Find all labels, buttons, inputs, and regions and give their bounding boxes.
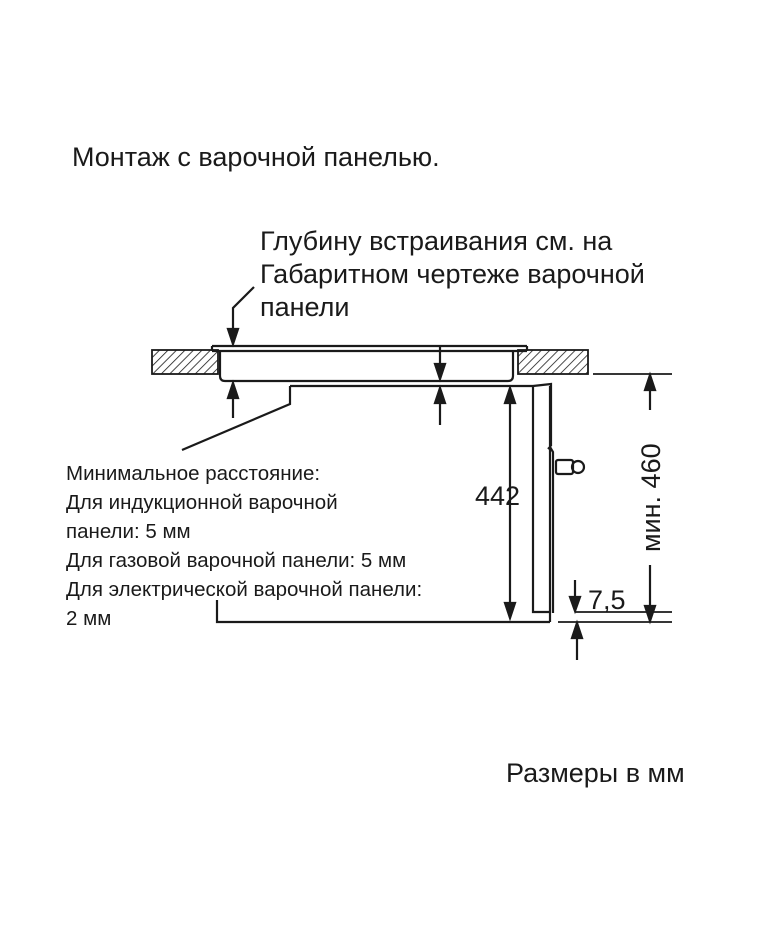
dimension-7-5-label: 7,5	[588, 585, 626, 615]
knob-icon	[554, 458, 586, 476]
depth-note-line-3: панели	[260, 292, 350, 322]
min-distance-electric-2: 2 мм	[66, 607, 112, 630]
depth-note-leader	[231, 286, 255, 331]
hob-underside-arrow-icon	[226, 379, 240, 418]
min-distance-gas: Для газовой варочной панели: 5 мм	[66, 549, 407, 572]
clearance-arrow-up-icon	[433, 384, 447, 425]
depth-note-line-1: Глубину встраивания см. на	[260, 226, 613, 256]
min-distance-induction-1: Для индукционной варочной	[66, 491, 338, 514]
page-title: Монтаж с варочной панелью.	[72, 142, 440, 172]
dimension-442-label: 442	[475, 481, 520, 511]
clearance-arrow-down-icon	[433, 345, 447, 383]
dimension-7-5-line	[568, 580, 672, 660]
leader-arrow-icon	[226, 327, 240, 348]
min-distance-electric-1: Для электрической варочной панели:	[66, 578, 423, 601]
depth-note-line-2: Габаритном чертеже варочной	[260, 259, 645, 289]
oven-door	[531, 382, 555, 622]
worktop-left	[151, 349, 219, 375]
dimension-460-label: мин. 460	[636, 443, 666, 552]
min-distance-heading: Минимальное расстояние:	[66, 462, 321, 485]
units-note: Размеры в мм	[506, 758, 685, 788]
dimension-442-line	[503, 384, 517, 622]
oven-body	[181, 384, 550, 624]
min-distance-note: Минимальное расстояние: Для индукционной…	[66, 459, 422, 633]
depth-note: Глубину встраивания см. на Габаритном че…	[260, 225, 645, 324]
min-distance-induction-2: панели: 5 мм	[66, 520, 191, 543]
cooktop	[210, 344, 529, 383]
worktop-right	[517, 349, 589, 375]
